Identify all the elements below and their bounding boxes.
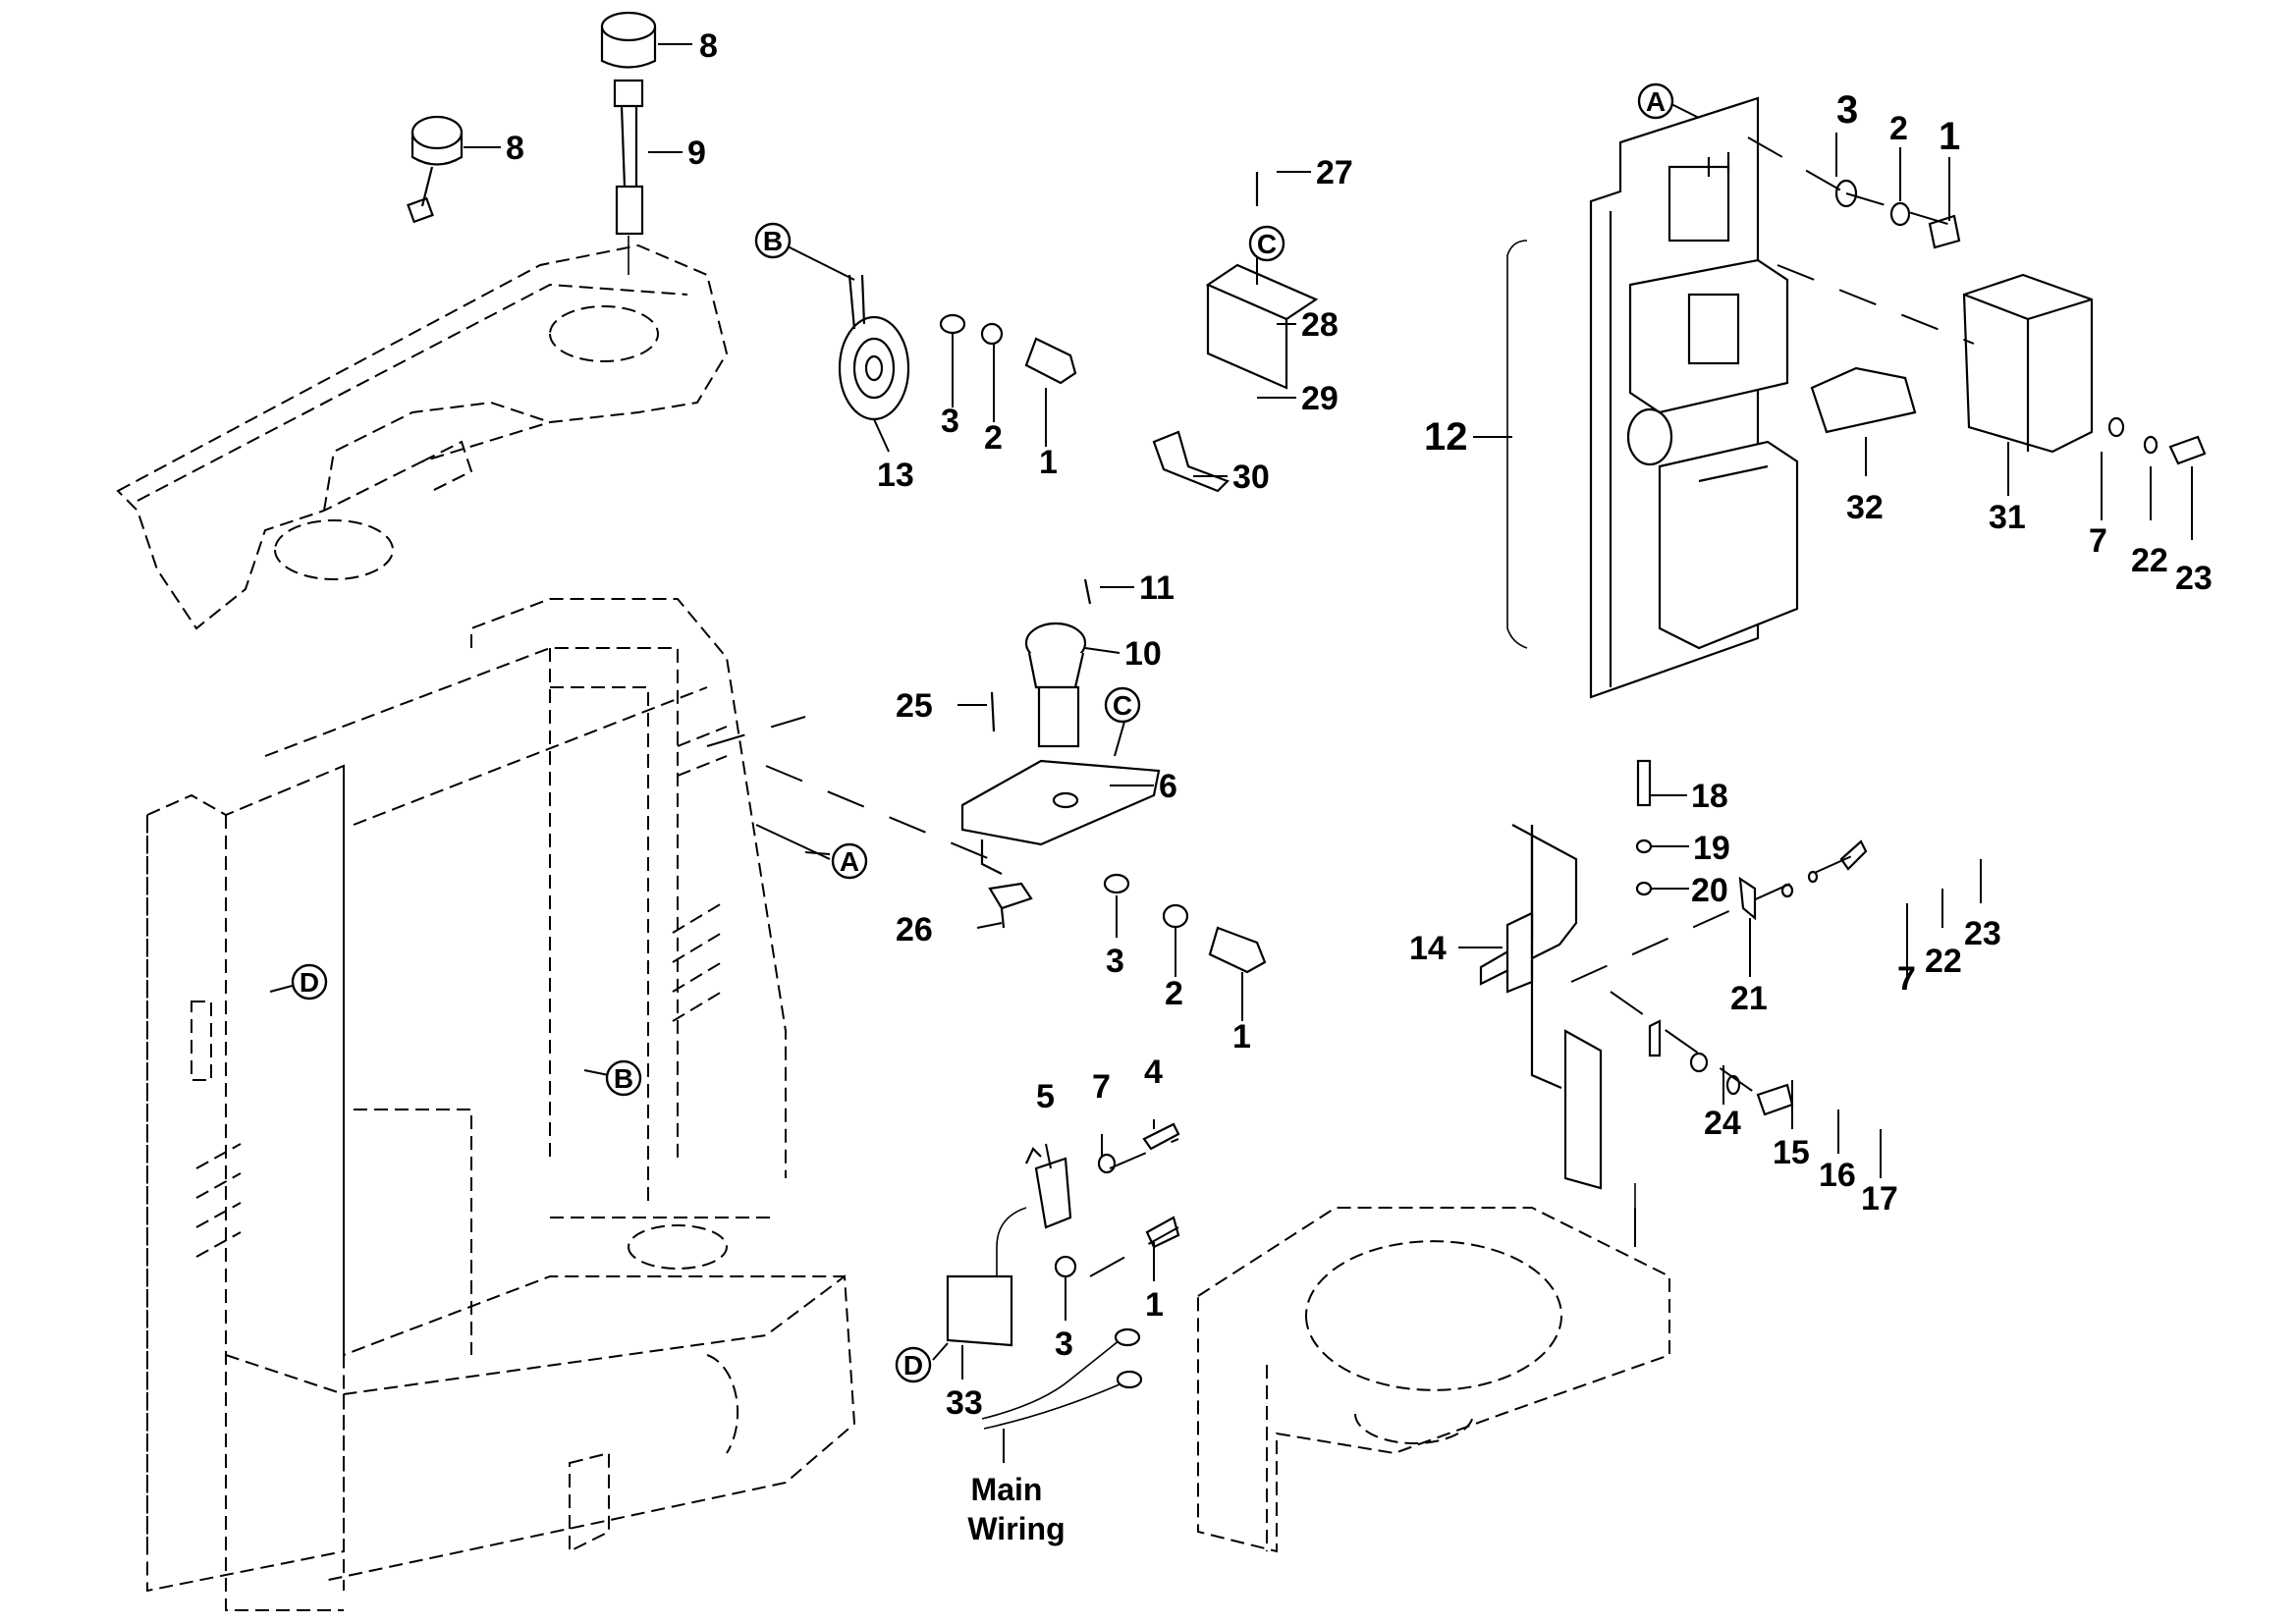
right-hardware-top xyxy=(1834,179,2207,465)
hour-meter-gauge xyxy=(407,115,464,224)
callout-17: 17 xyxy=(1861,1180,1898,1218)
svg-text:A: A xyxy=(840,846,859,877)
controller-panel xyxy=(1589,96,1799,699)
callout-18: 18 xyxy=(1691,778,1728,815)
svg-text:C: C xyxy=(1113,690,1132,721)
callout-22: 22 xyxy=(1925,943,1962,980)
callout-6: 6 xyxy=(1159,768,1177,805)
callout-1: 1 xyxy=(1232,1018,1251,1056)
callout-24: 24 xyxy=(1704,1105,1741,1142)
callout-20: 20 xyxy=(1691,872,1728,909)
callout-15: 15 xyxy=(1773,1134,1810,1171)
callout-3: 3 xyxy=(1836,88,1858,132)
callout-2: 2 xyxy=(1165,975,1183,1012)
ref-marker-a-mid: A xyxy=(831,842,868,880)
svg-text:A: A xyxy=(1646,86,1666,117)
right-hardware-bottom xyxy=(1635,759,1868,1116)
svg-text:Main: Main xyxy=(971,1472,1043,1507)
callout-9: 9 xyxy=(687,135,706,172)
callout-1: 1 xyxy=(1145,1286,1164,1324)
leader-lines xyxy=(269,43,2193,1463)
mounting-bracket xyxy=(1479,824,1636,1227)
callout-7: 7 xyxy=(1897,960,1916,998)
callout-33: 33 xyxy=(946,1384,983,1422)
callout-2: 2 xyxy=(984,419,1003,457)
callout-11: 11 xyxy=(1139,569,1175,607)
chassis-frame xyxy=(146,598,856,1611)
callout-23: 23 xyxy=(2175,560,2213,597)
ref-marker-c-top: C xyxy=(1248,225,1285,262)
callout-8: 8 xyxy=(699,27,718,65)
svg-text:D: D xyxy=(300,967,319,998)
callout-30: 30 xyxy=(1232,459,1270,496)
callout-7: 7 xyxy=(1092,1068,1111,1106)
callout-16: 16 xyxy=(1819,1157,1856,1194)
svg-text:B: B xyxy=(614,1063,633,1094)
cover-box xyxy=(1962,273,2094,454)
callout-12: 12 xyxy=(1424,415,1468,459)
callout-8: 8 xyxy=(506,130,524,167)
ref-marker-b-frame: B xyxy=(605,1059,642,1097)
callout-10: 10 xyxy=(1124,635,1162,673)
callout-26: 26 xyxy=(896,911,933,948)
callout-1: 1 xyxy=(1939,115,1960,158)
callout-31: 31 xyxy=(1989,499,2026,536)
callout-25: 25 xyxy=(896,687,933,725)
callout-3: 3 xyxy=(941,403,959,440)
ref-marker-a-panel: A xyxy=(1637,82,1674,120)
svg-text:C: C xyxy=(1257,229,1277,259)
callout-2: 2 xyxy=(1889,110,1908,147)
callout-23: 23 xyxy=(1964,915,2001,952)
ref-marker-d-frame: D xyxy=(291,963,328,1001)
battery-gauge xyxy=(600,11,657,275)
base-mount xyxy=(1197,1207,1670,1553)
callout-29: 29 xyxy=(1301,380,1339,417)
callout-7: 7 xyxy=(2089,522,2107,560)
callout-21: 21 xyxy=(1730,980,1768,1017)
ref-marker-d-board: D xyxy=(895,1346,932,1383)
explode-lines xyxy=(706,136,1975,1277)
callout-14: 14 xyxy=(1409,930,1447,967)
switch-bracket xyxy=(1152,172,1319,493)
svg-text:Wiring: Wiring xyxy=(967,1511,1065,1546)
ref-marker-c-mid: C xyxy=(1104,686,1141,724)
callout-32: 32 xyxy=(1846,489,1884,526)
callout-4: 4 xyxy=(1144,1054,1163,1091)
panel-bracket xyxy=(1506,240,1528,649)
callout-labels: 8 8 9 13 3 2 1 27 28 29 30 11 10 25 6 26… xyxy=(506,27,2213,1422)
svg-text:B: B xyxy=(763,226,783,256)
callout-3: 3 xyxy=(1055,1326,1073,1363)
callout-3: 3 xyxy=(1106,943,1124,980)
main-wiring-note: Main Wiring xyxy=(967,1472,1065,1546)
top-console-cover xyxy=(116,244,729,630)
callout-13: 13 xyxy=(877,457,914,494)
callout-22: 22 xyxy=(2131,542,2168,579)
micro-switch-assembly xyxy=(946,1122,1180,1430)
cable-boot xyxy=(1810,366,1917,434)
horn xyxy=(838,274,1077,421)
key-switch-assembly xyxy=(960,578,1267,974)
callout-19: 19 xyxy=(1693,830,1730,867)
svg-text:D: D xyxy=(903,1350,923,1380)
callout-28: 28 xyxy=(1301,306,1339,344)
callout-27: 27 xyxy=(1316,154,1353,191)
ref-marker-b-top: B xyxy=(754,222,792,259)
callout-5: 5 xyxy=(1036,1078,1055,1115)
callout-1: 1 xyxy=(1039,444,1058,481)
